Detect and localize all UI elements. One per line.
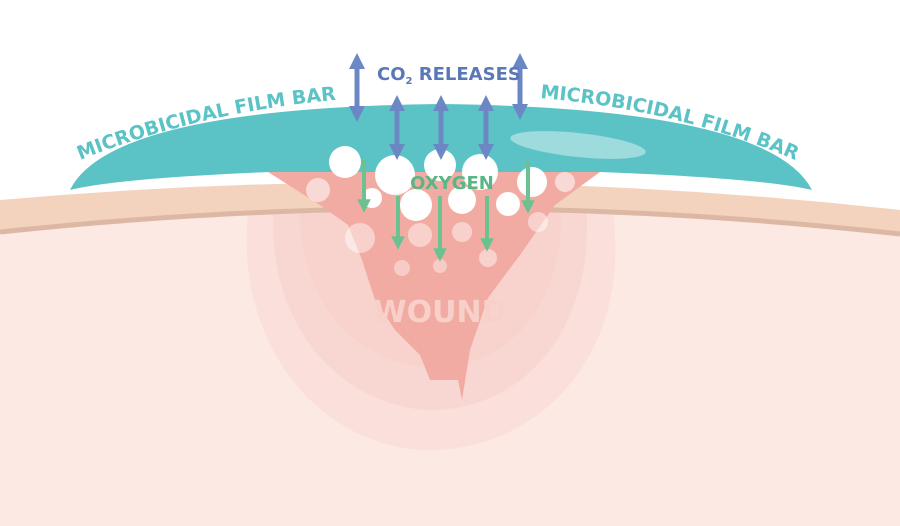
bubble <box>394 260 410 276</box>
wound-label: WOUND <box>374 295 507 330</box>
bubble <box>462 154 498 190</box>
bubble <box>452 222 472 242</box>
bubble <box>408 223 432 247</box>
co2-label-main: CO <box>377 64 406 85</box>
bubble <box>375 155 415 195</box>
bubble <box>555 172 575 192</box>
wound <box>268 172 600 400</box>
bubble <box>400 189 432 221</box>
bubble <box>306 178 330 202</box>
co2-label: CO2 RELEASES <box>377 64 521 87</box>
bubble <box>329 146 361 178</box>
co2-label-subscript: 2 <box>406 76 413 87</box>
co2-arrow-group <box>348 52 529 161</box>
film-highlight <box>510 131 646 159</box>
bubble <box>345 223 375 253</box>
bubble <box>517 167 547 197</box>
bubble-group <box>306 146 575 276</box>
bubble <box>496 192 520 216</box>
oxygen-arrow-group <box>357 160 535 262</box>
oxygen-label: OXYGEN <box>410 173 494 194</box>
bubble <box>528 212 548 232</box>
bubble <box>433 259 447 273</box>
bubble <box>479 249 497 267</box>
bubble <box>448 186 476 214</box>
co2-label-rest: RELEASES <box>412 64 520 85</box>
